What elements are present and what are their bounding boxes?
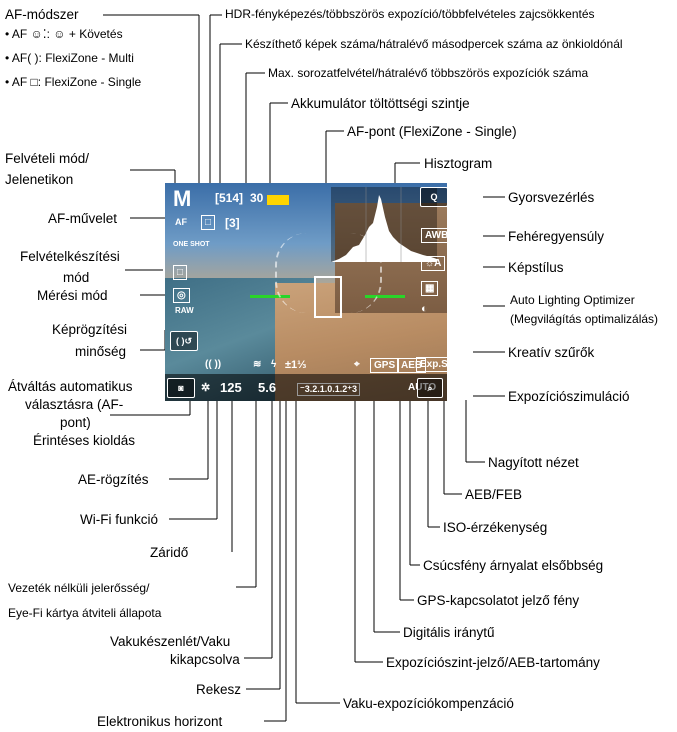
bracket-count: [3]	[225, 216, 240, 230]
compass-icon: ⌖	[354, 359, 360, 370]
quality-label-1: Képrögzítési	[52, 322, 128, 337]
alo-label-1: Auto Lighting Optimizer	[510, 293, 635, 307]
quality-label-2: minőség	[75, 344, 127, 359]
touch-shutter-button[interactable]: ◙	[167, 378, 195, 398]
af-multi-label: • AF( ): FlexiZone - Multi	[5, 51, 134, 65]
gps-light-label: GPS-kapcsolatot jelző fény	[417, 593, 580, 608]
horizon-arc-right	[350, 233, 382, 313]
auto-select-label-3: pont)	[60, 415, 91, 430]
burst-count: 30	[250, 191, 264, 205]
af-single-label: • AF □: FlexiZone - Single	[5, 75, 142, 89]
creative-filter-icon: ◐	[421, 303, 428, 315]
af-face-label: • AF ☺⁚: ☺ + Követés	[5, 27, 123, 41]
ae-lock-icon: ✲	[201, 382, 211, 394]
af-method-label: AF-módszer	[5, 7, 79, 22]
horizon-right	[365, 295, 405, 298]
battery-icon	[267, 195, 289, 205]
horizon-arc-left	[275, 233, 307, 313]
metering-icon: ◎	[173, 288, 190, 303]
camera-lcd-screen: M [514] 30 AF □ [3] ONE SHOT □ ◎ RAW ( )…	[165, 183, 447, 401]
af-operation: ONE SHOT	[173, 241, 210, 248]
drive-mode-label-2: mód	[63, 270, 90, 285]
flash-comp: ±1⅓	[285, 359, 307, 371]
horizon-label: Elektronikus horizont	[97, 714, 223, 729]
magnify-label: Nagyított nézet	[488, 455, 579, 470]
horizon-left	[250, 295, 290, 298]
alo-icon: ▦	[421, 281, 439, 296]
flash-label-2: kikapcsolva	[170, 652, 240, 667]
magnify-button[interactable]: ⌕	[417, 378, 443, 398]
wireless-icon: ≋	[253, 359, 262, 370]
touch-shutter-label: Érintéses kioldás	[33, 433, 136, 448]
aeb: AEB	[397, 358, 427, 373]
quick-control-button[interactable]: Q	[420, 187, 447, 207]
white-balance: AWB	[421, 228, 447, 243]
af-operation-label: AF-művelet	[48, 211, 118, 226]
raw-quality: RAW	[175, 306, 194, 315]
drive-mode-label-1: Felvételkészítési	[20, 249, 120, 264]
shooting-mode-label-1: Felvételi mód/	[5, 151, 90, 166]
battery-label: Akkumulátor töltöttségi szintje	[291, 96, 470, 111]
exposure-level-label: Expozíciószint-jelző/AEB-tartomány	[386, 655, 600, 670]
aperture-label: Rekesz	[196, 682, 242, 697]
max-burst-label: Max. sorozatfelvétel/hátralévő többszörö…	[268, 66, 589, 80]
aperture: 5.6	[258, 380, 277, 395]
exposure-scale: ⁻3.2.1.0.1.2⁺3	[297, 383, 361, 396]
quick-control-label: Gyorsvezérlés	[508, 190, 595, 205]
possible-shots-label: Készíthető képek száma/hátralévő másodpe…	[245, 37, 623, 51]
picture-style-label: Képstílus	[508, 260, 564, 275]
alo-label-2: (Megvilágítás optimalizálás)	[510, 312, 659, 326]
af-point-box	[314, 276, 342, 318]
wireless-label-2: Eye-Fi kártya átviteli állapota	[8, 606, 162, 620]
shooting-mode: M	[173, 186, 192, 211]
picture-style-icon: ☼A	[421, 256, 446, 271]
auto-select-label-1: Átváltás automatikus	[8, 379, 133, 394]
aeb-feb-label: AEB/FEB	[465, 487, 523, 502]
metering-label: Mérési mód	[37, 288, 108, 303]
highlight-tone-label: Csúcsfény árnyalat elsőbbség	[423, 558, 604, 573]
drive-mode-icon: □	[173, 265, 188, 280]
flash-icon: ϟ	[271, 359, 277, 370]
hdr-icon: □	[201, 215, 216, 230]
iso-label: ISO-érzékenység	[443, 520, 548, 535]
bottom-bar	[165, 374, 447, 401]
expsim: Exp.SIM	[416, 357, 447, 372]
white-balance-label: Fehéregyensúly	[508, 229, 605, 244]
shutter-speed: 125	[220, 380, 242, 395]
wifi-icon: (( ))	[205, 359, 222, 370]
af-method-icon: AF	[175, 217, 187, 227]
auto-select-button[interactable]: ( )↺	[170, 331, 198, 351]
compass-label: Digitális iránytű	[403, 625, 495, 640]
histogram	[331, 187, 437, 262]
hdr-label: HDR-fényképezés/többszörös expozíció/töb…	[225, 7, 595, 21]
gps: GPS	[370, 358, 400, 373]
flash-comp-label: Vaku-expozíciókompenzáció	[343, 696, 514, 711]
af-point-label: AF-pont (FlexiZone - Single)	[347, 124, 517, 139]
histogram-label: Hisztogram	[424, 156, 493, 171]
shots-remaining: [514]	[215, 191, 244, 205]
wifi-label: Wi-Fi funkció	[80, 512, 159, 527]
iso: AUTO	[408, 382, 437, 393]
ae-lock-label: AE-rögzítés	[78, 472, 149, 487]
flash-label-1: Vakukészenlét/Vaku	[110, 634, 231, 649]
auto-select-label-2: választásra (AF-	[25, 397, 124, 412]
shutter-speed-label: Záridő	[150, 545, 189, 560]
wireless-label-1: Vezeték nélküli jelerősség/	[8, 581, 150, 595]
creative-filters-label: Kreatív szűrők	[508, 345, 595, 360]
shooting-mode-label-2: Jelenetikon	[5, 172, 74, 187]
exp-sim-label: Expozíciószimuláció	[508, 389, 630, 404]
